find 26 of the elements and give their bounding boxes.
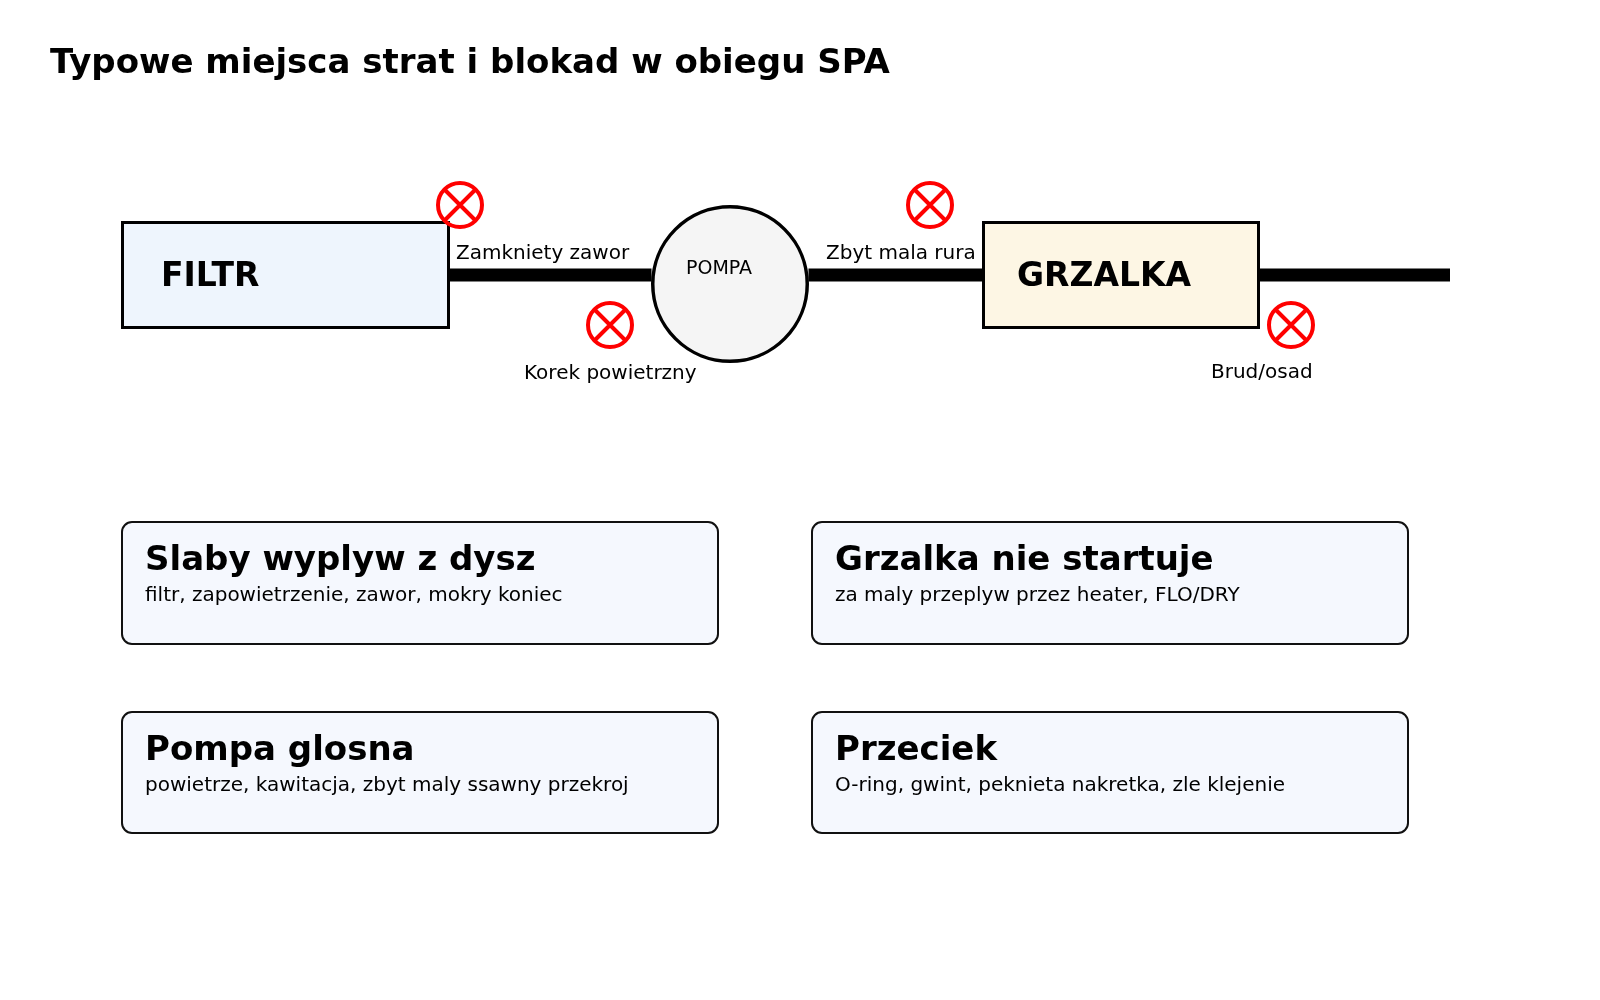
- card-text: powietrze, kawitacja, zbyt maly ssawny przekroj: [145, 771, 629, 796]
- pipe-line: [1260, 268, 1450, 282]
- fault-label: Brud/osad: [1211, 359, 1313, 383]
- info-card: [121, 711, 719, 834]
- component-box: [982, 221, 1260, 329]
- info-card: [811, 521, 1409, 645]
- card-text: za maly przeplyw przez heater, FLO/DRY: [835, 581, 1240, 606]
- component-box: [121, 221, 450, 329]
- fault-label: Korek powietrzny: [524, 360, 697, 384]
- component-label: POMPA: [686, 255, 752, 279]
- card-text: O-ring, gwint, peknieta nakretka, zle klejenie: [835, 771, 1285, 796]
- card-heading: Grzalka nie startuje: [835, 537, 1214, 578]
- pipe-line: [808, 268, 982, 282]
- pump-circle: [651, 205, 809, 363]
- card-text: filtr, zapowietrzenie, zawor, mokry koniec: [145, 581, 563, 606]
- diagram-title: Typowe miejsca strat i blokad w obiegu SPA: [50, 41, 890, 81]
- info-card: [811, 711, 1409, 834]
- card-heading: Przeciek: [835, 727, 997, 768]
- fault-label: Zamkniety zawor: [456, 240, 630, 264]
- component-label: GRZALKA: [1017, 255, 1192, 295]
- fault-label: Zbyt mala rura: [826, 240, 976, 264]
- pipe-line: [450, 268, 652, 282]
- card-heading: Pompa glosna: [145, 727, 415, 768]
- component-label: FILTR: [161, 255, 260, 295]
- card-heading: Slaby wyplyw z dysz: [145, 537, 536, 578]
- info-card: [121, 521, 719, 645]
